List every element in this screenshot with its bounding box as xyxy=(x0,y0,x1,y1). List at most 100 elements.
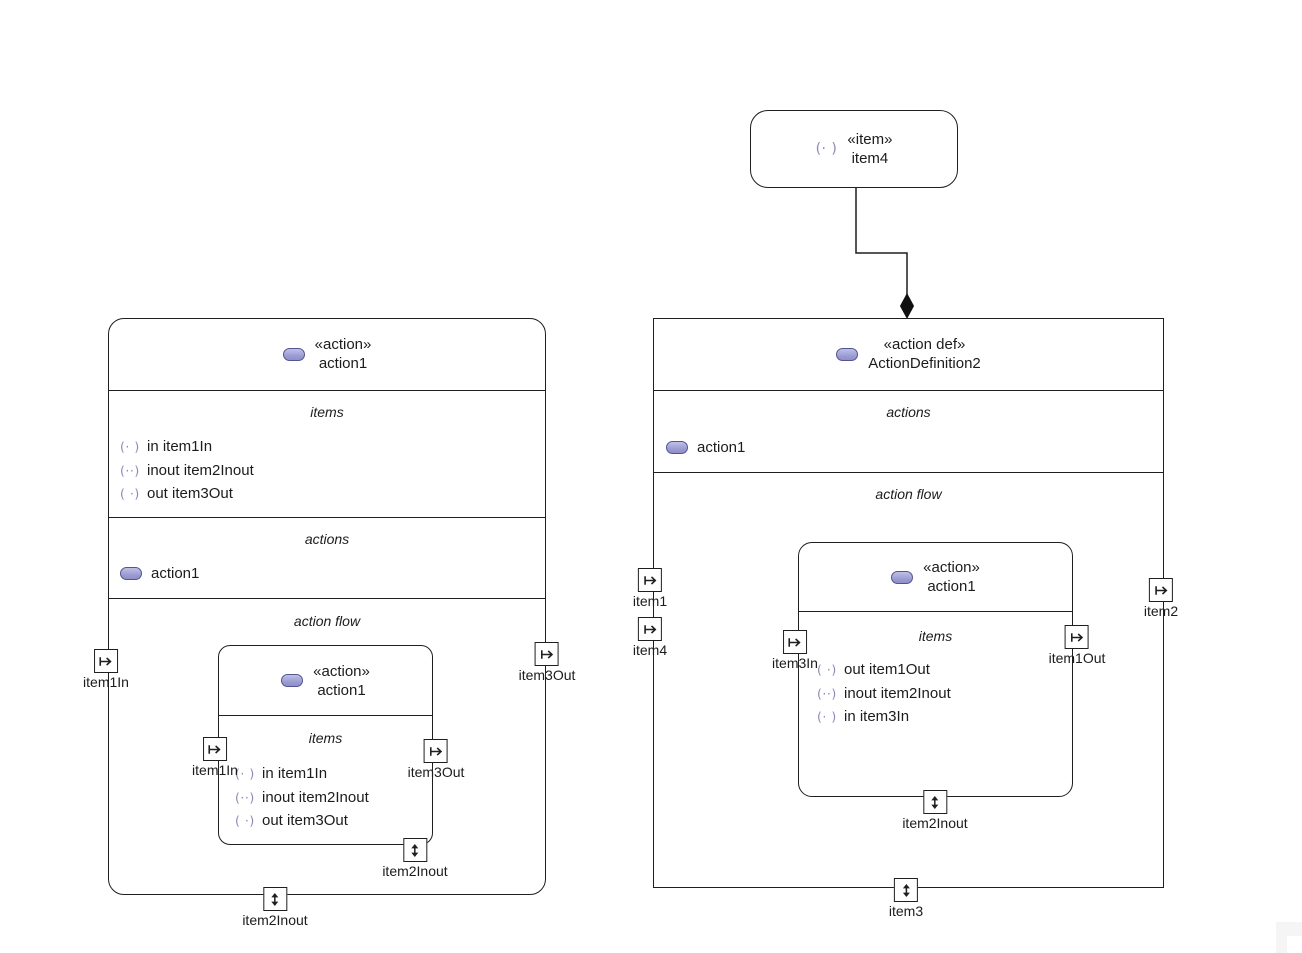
action-icon xyxy=(836,347,859,361)
item-out-icon: ( ·) xyxy=(120,486,140,502)
port-label: item1In xyxy=(83,674,129,690)
port-item2inout-inner-left[interactable]: item2Inout xyxy=(382,838,448,879)
compartment-divider xyxy=(799,611,1072,612)
left-action-ref[interactable]: action1 xyxy=(120,563,199,583)
out-port-icon xyxy=(1148,578,1173,602)
compartment-divider xyxy=(219,715,432,716)
right-action-flow-compartment-label: action flow xyxy=(875,486,942,502)
compartment-divider xyxy=(108,598,546,599)
port-label: item2Inout xyxy=(242,912,308,928)
right-actions-compartment-label: actions xyxy=(886,404,931,420)
right-inner-items-compartment-label: items xyxy=(918,628,953,644)
port-item2inout-left-block[interactable]: item2Inout xyxy=(242,887,308,928)
item-row[interactable]: (··) inout item2Inout xyxy=(817,682,951,706)
left-items-list: (· ) in item1In (··) inout item2Inout ( … xyxy=(120,435,254,506)
left-inner-items-list: (· ) in item1In (··) inout item2Inout ( … xyxy=(235,762,369,833)
action-ref-label: action1 xyxy=(697,438,746,456)
item-row[interactable]: ( ·) out item1Out xyxy=(817,658,951,682)
left-inner-action-block[interactable]: «action» action1 items (· ) in item1In (… xyxy=(218,645,433,845)
item-row[interactable]: ( ·) out item3Out xyxy=(120,482,254,506)
port-item1in-inner-left[interactable]: item1In xyxy=(192,737,238,778)
port-label: item1 xyxy=(632,593,668,609)
left-action-flow-compartment-label: action flow xyxy=(293,613,361,629)
port-label: item1In xyxy=(192,762,238,778)
right-inner-action-block[interactable]: «action» action1 items ( ·) out item1Out… xyxy=(798,542,1073,797)
stereotype-label: «action» xyxy=(313,662,370,680)
action-icon xyxy=(282,347,305,361)
right-inner-items-list: ( ·) out item1Out (··) inout item2Inout … xyxy=(817,658,951,729)
port-item1in-left-block[interactable]: item1In xyxy=(83,649,129,690)
item-out-icon: ( ·) xyxy=(235,813,255,829)
item-row[interactable]: (· ) in item3In xyxy=(817,705,951,729)
port-item3out-inner-left[interactable]: item3Out xyxy=(407,739,465,780)
in-port-icon xyxy=(637,617,662,641)
in-port-icon xyxy=(93,649,118,673)
item-row[interactable]: (··) inout item2Inout xyxy=(120,459,254,483)
corner-watermark xyxy=(1276,922,1302,953)
port-item3out-left-block[interactable]: item3Out xyxy=(519,642,575,683)
port-label: item1Out xyxy=(1048,650,1106,666)
compartment-divider xyxy=(108,390,546,391)
compartment-divider xyxy=(108,517,546,518)
item-text: in item1In xyxy=(262,765,328,783)
action-ref-label: action1 xyxy=(151,564,200,582)
left-inner-action-header: «action» action1 xyxy=(219,646,432,715)
item-text: inout item2Inout xyxy=(844,684,951,702)
right-inner-action-header: «action» action1 xyxy=(799,543,1072,611)
item-text: inout item2Inout xyxy=(147,461,254,479)
item-out-icon: ( ·) xyxy=(817,662,837,678)
composition-diamond xyxy=(899,292,915,320)
stereotype-label: «item» xyxy=(847,131,893,148)
item-in-icon: (· ) xyxy=(235,766,255,782)
item-text: out item3Out xyxy=(262,812,348,830)
inout-port-icon xyxy=(893,878,918,902)
port-label: item3 xyxy=(888,903,924,919)
port-item2-right-block[interactable]: item2 xyxy=(1144,578,1178,619)
stereotype-label: «action» xyxy=(314,336,372,353)
left-action-block-header: «action» action1 xyxy=(108,318,546,390)
block-name: ActionDefinition2 xyxy=(868,355,981,372)
in-port-icon xyxy=(637,568,662,592)
item-inout-icon: (··) xyxy=(120,462,140,478)
block-name: action1 xyxy=(317,681,366,699)
port-label: item3In xyxy=(772,655,818,671)
item-row[interactable]: (··) inout item2Inout xyxy=(235,786,369,810)
action-icon xyxy=(120,566,142,580)
port-label: item3Out xyxy=(407,764,465,780)
item4-node-header: (· ) «item» item4 xyxy=(751,111,957,187)
port-item1out-inner-right[interactable]: item1Out xyxy=(1048,625,1106,666)
item-row[interactable]: (· ) in item1In xyxy=(235,762,369,786)
port-label: item4 xyxy=(632,642,668,658)
item-inout-icon: (··) xyxy=(817,685,837,701)
port-label: item2Inout xyxy=(902,815,968,831)
node-name: item4 xyxy=(851,150,889,167)
port-item3in-inner-right[interactable]: item3In xyxy=(772,630,818,671)
item-in-icon: (· ) xyxy=(120,439,140,455)
inout-port-icon xyxy=(403,838,427,862)
port-item3-right-block[interactable]: item3 xyxy=(889,878,923,919)
item-row[interactable]: ( ·) out item3Out xyxy=(235,809,369,833)
item-in-icon: (· ) xyxy=(817,709,837,725)
port-item4-right-block[interactable]: item4 xyxy=(633,617,667,658)
item-row[interactable]: (· ) in item1In xyxy=(120,435,254,459)
inout-port-icon xyxy=(923,790,947,814)
right-action-ref[interactable]: action1 xyxy=(666,437,745,457)
stereotype-label: «action» xyxy=(923,559,980,576)
action-icon xyxy=(281,674,304,687)
action-icon xyxy=(666,440,688,454)
port-item2inout-inner-right[interactable]: item2Inout xyxy=(902,790,968,831)
compartment-divider xyxy=(653,472,1164,473)
out-port-icon xyxy=(535,642,559,666)
item-text: out item3Out xyxy=(147,485,233,503)
in-port-icon xyxy=(782,630,807,654)
item-text: in item3In xyxy=(844,708,910,726)
left-inner-items-compartment-label: items xyxy=(308,730,343,746)
item-text: out item1Out xyxy=(844,661,930,679)
port-label: item2 xyxy=(1143,603,1179,619)
in-port-icon xyxy=(202,737,227,761)
port-item1-right-block[interactable]: item1 xyxy=(633,568,667,609)
compartment-divider xyxy=(653,390,1164,391)
item4-node[interactable]: (· ) «item» item4 xyxy=(750,110,958,188)
item-icon: (· ) xyxy=(815,141,838,157)
